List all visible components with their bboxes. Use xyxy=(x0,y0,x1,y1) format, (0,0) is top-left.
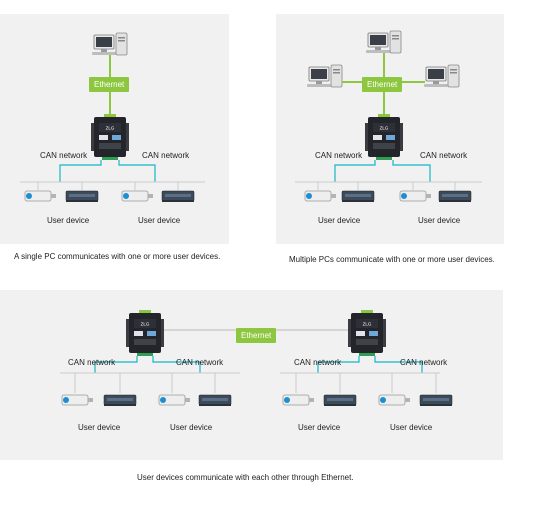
pc-icon xyxy=(306,64,343,88)
switch-device-icon xyxy=(103,394,137,407)
can-network-label: CAN network xyxy=(315,151,363,160)
user-device-label: User device xyxy=(170,423,213,432)
can-network-label: CAN network xyxy=(142,151,190,160)
switch-device-icon xyxy=(438,190,472,203)
pc-icon xyxy=(365,30,402,54)
user-device-label: User device xyxy=(318,216,361,225)
usb-adapter-icon xyxy=(121,190,154,202)
can-network-label: CAN network xyxy=(40,151,88,160)
ethernet-label: Ethernet xyxy=(362,77,403,92)
usb-adapter-icon xyxy=(61,394,94,406)
can-network-label: CAN network xyxy=(400,358,448,367)
switch-device-icon xyxy=(341,190,375,203)
can-gateway-icon xyxy=(126,310,164,356)
usb-adapter-icon xyxy=(304,190,337,202)
pc-icon xyxy=(423,64,460,88)
switch-device-icon xyxy=(161,190,195,203)
can-gateway-icon xyxy=(91,114,129,160)
panel-ethernet-link xyxy=(0,290,503,460)
user-device-label: User device xyxy=(298,423,341,432)
ethernet-label: Ethernet xyxy=(89,77,130,92)
user-device-label: User device xyxy=(138,216,181,225)
switch-device-icon xyxy=(419,394,453,407)
usb-adapter-icon xyxy=(158,394,191,406)
usb-adapter-icon xyxy=(24,190,57,202)
can-network-label: CAN network xyxy=(68,358,116,367)
usb-adapter-icon xyxy=(399,190,432,202)
can-network-label: CAN network xyxy=(420,151,468,160)
switch-device-icon xyxy=(323,394,357,407)
switch-device-icon xyxy=(65,190,99,203)
can-gateway-icon xyxy=(365,114,403,160)
can-network-label: CAN network xyxy=(176,358,224,367)
can-network-label: CAN network xyxy=(294,358,342,367)
caption-single-pc: A single PC communicates with one or mor… xyxy=(14,252,221,261)
user-device-label: User device xyxy=(390,423,433,432)
ethernet-label: Ethernet xyxy=(236,328,277,343)
user-device-label: User device xyxy=(78,423,121,432)
pc-icon xyxy=(91,32,128,56)
can-gateway-icon xyxy=(348,310,386,356)
usb-adapter-icon xyxy=(282,394,315,406)
user-device-label: User device xyxy=(47,216,90,225)
caption-ethernet-link: User devices communicate with each other… xyxy=(137,473,354,482)
switch-device-icon xyxy=(198,394,232,407)
usb-adapter-icon xyxy=(378,394,411,406)
user-device-label: User device xyxy=(418,216,461,225)
caption-multi-pc: Multiple PCs communicate with one or mor… xyxy=(289,255,495,264)
